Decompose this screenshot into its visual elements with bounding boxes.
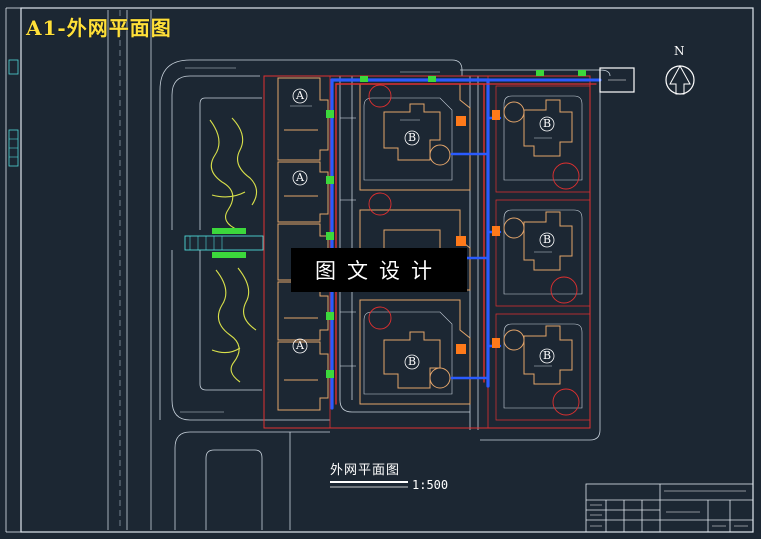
plan-scale: 1:500 [412, 478, 449, 492]
north-arrow-icon [665, 64, 695, 95]
a-type-markers [292, 88, 308, 354]
building-type-label-b: B [543, 233, 552, 246]
sheet-title: A1-外网平面图 [26, 16, 172, 40]
building-type-label-b: B [543, 117, 552, 130]
b-type-markers [404, 116, 555, 370]
building-type-label-a: A [296, 171, 304, 184]
building-type-label-b: B [408, 355, 417, 368]
building-type-label-a: A [296, 89, 304, 102]
north-label: N [674, 44, 685, 58]
garden-trees [368, 84, 580, 416]
landscape-paths [209, 117, 258, 383]
a-type-row-houses [277, 77, 329, 411]
watermark-banner: 图文设计 [291, 248, 467, 292]
water-pipe-network [330, 78, 602, 410]
title-block [585, 483, 754, 533]
gatehouse [599, 67, 635, 93]
valve-boxes [326, 70, 586, 378]
building-type-label-b: B [408, 131, 417, 144]
drawing-frame [20, 7, 754, 533]
central-bridge [184, 228, 264, 258]
building-type-label-a: A [296, 339, 304, 352]
plan-caption: 外网平面图 [330, 463, 401, 478]
annotation-marks [180, 67, 552, 413]
b-type-villas-right [495, 85, 591, 421]
binding-strip [8, 59, 19, 167]
building-type-label-b: B [543, 349, 552, 362]
